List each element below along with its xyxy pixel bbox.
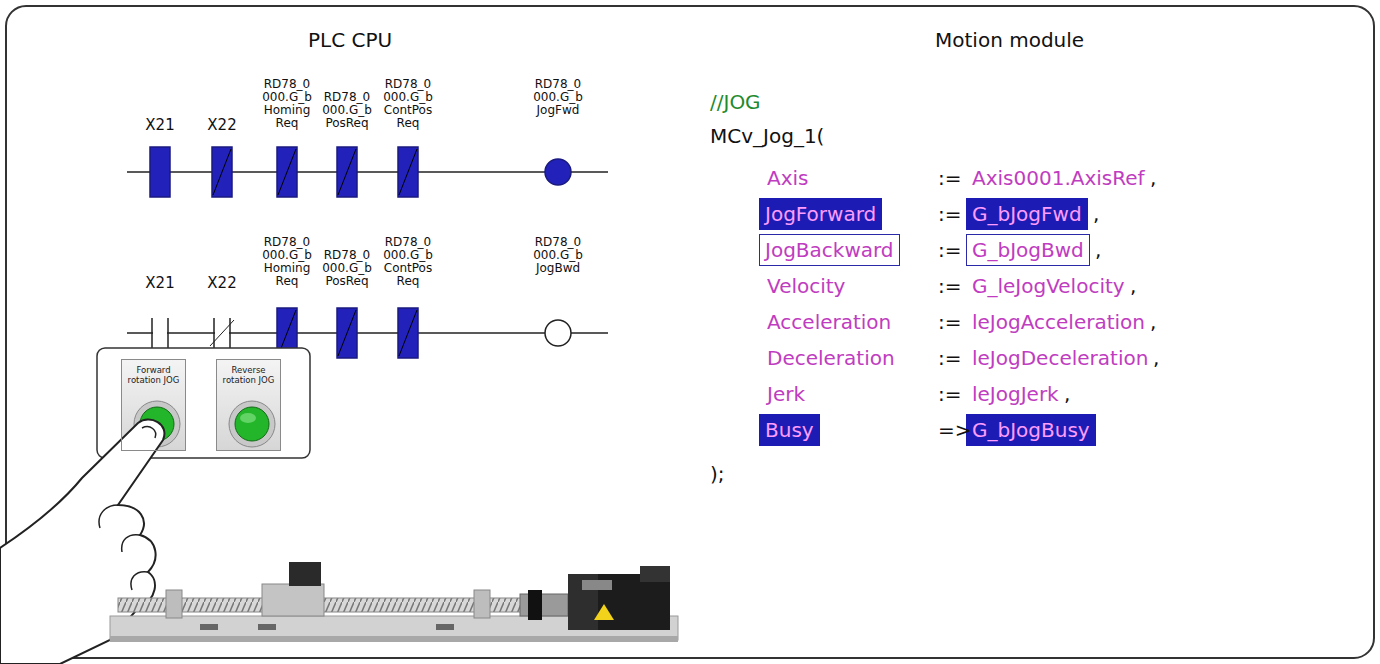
device-label: RD78_0 000.G_b JogFwd [533, 78, 583, 117]
code-identifier: Axis [767, 163, 809, 193]
input-signal-name: X21 [145, 274, 174, 292]
assign-operator: => [938, 415, 972, 445]
node-text: G_bJogBwd [972, 235, 1084, 265]
node-text: Reverse rotation JOG [217, 365, 280, 385]
device-label: RD78_0 000.G_b Homing Req [262, 78, 312, 130]
device-label: RD78_0 000.G_b ContPos Req [383, 236, 433, 288]
panel-heading: PLC CPU [308, 28, 392, 52]
code-comment: //JOG [710, 87, 761, 117]
code-identifier: leJogJerk [972, 379, 1059, 409]
node-text: Busy [765, 415, 814, 445]
device-label: RD78_0 000.G_b PosReq [322, 249, 372, 288]
outlined-variable: G_bJogBwd [966, 234, 1090, 266]
assign-operator: := [938, 199, 962, 229]
button-nameplate: Forward rotation JOG [121, 359, 186, 451]
separator: , [1095, 235, 1101, 265]
assign-operator: := [938, 163, 962, 193]
separator: , [1064, 379, 1070, 409]
input-signal-name: X21 [145, 116, 174, 134]
code-identifier: Acceleration [767, 307, 891, 337]
highlighted-variable: G_bJogFwd [966, 198, 1088, 230]
separator: , [1150, 163, 1156, 193]
highlighted-variable: G_bJogBusy [966, 414, 1096, 446]
separator: , [1130, 271, 1136, 301]
ladder-rung-1 [127, 147, 608, 197]
code-identifier: Jerk [767, 379, 805, 409]
input-signal-name: X22 [207, 116, 236, 134]
code-identifier: leJogDeceleration [972, 343, 1148, 373]
separator: , [1153, 343, 1159, 373]
node-text: JogForward [765, 199, 876, 229]
input-signal-name: X22 [207, 274, 236, 292]
outlined-parameter: JogBackward [759, 234, 900, 266]
node-text: G_bJogFwd [972, 199, 1082, 229]
panel-heading: Motion module [935, 28, 1084, 52]
assign-operator: := [938, 307, 962, 337]
code-identifier: Axis0001.AxisRef [972, 163, 1145, 193]
code-close: ); [710, 459, 725, 489]
assign-operator: := [938, 379, 962, 409]
assign-operator: := [938, 235, 962, 265]
separator: , [1093, 199, 1099, 229]
device-label: RD78_0 000.G_b Homing Req [262, 236, 312, 288]
ball-screw [110, 562, 678, 642]
assign-operator: := [938, 271, 962, 301]
device-label: RD78_0 000.G_b ContPos Req [383, 78, 433, 130]
code-identifier: leJogAcceleration [972, 307, 1145, 337]
highlighted-parameter: JogForward [759, 198, 882, 230]
highlighted-parameter: Busy [759, 414, 820, 446]
code-identifier: Velocity [767, 271, 845, 301]
code-identifier: G_leJogVelocity [972, 271, 1125, 301]
separator: , [1150, 307, 1156, 337]
button-nameplate: Reverse rotation JOG [216, 359, 281, 451]
node-text: Forward rotation JOG [122, 365, 185, 385]
frame [6, 6, 1374, 658]
device-label: RD78_0 000.G_b JogBwd [533, 236, 583, 275]
node-text: JogBackward [765, 235, 894, 265]
node-text: G_bJogBusy [972, 415, 1090, 445]
code-identifier: Deceleration [767, 343, 895, 373]
function-call: MCv_Jog_1( [710, 121, 824, 151]
assign-operator: := [938, 343, 962, 373]
device-label: RD78_0 000.G_b PosReq [322, 91, 372, 130]
